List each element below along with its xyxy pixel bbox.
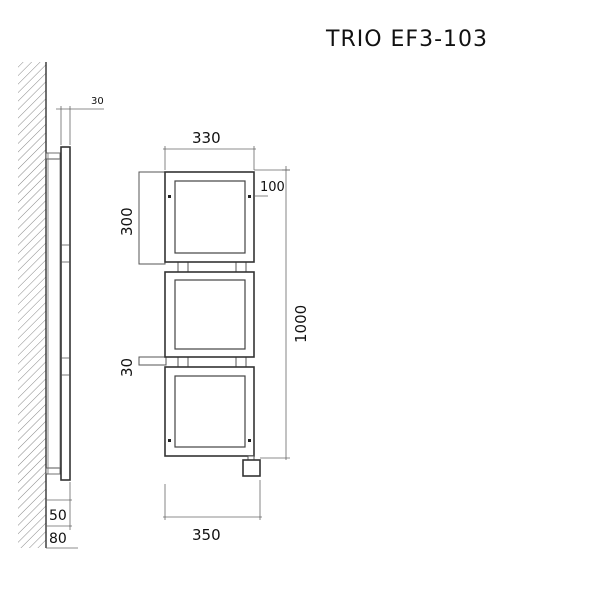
panel-middle-inner — [174, 279, 246, 350]
dim-spacer: 30 — [118, 358, 136, 377]
connector-2-left — [177, 356, 189, 368]
radiator-side-profile — [60, 146, 71, 481]
dim-side-depth-inner: 50 — [49, 508, 67, 524]
panel-top-pin-left — [168, 195, 171, 198]
product-title: TRIO EF3-103 — [325, 27, 488, 52]
connector-1-right — [235, 261, 247, 273]
front-dimensions: 330 100 300 1000 30 350 — [118, 129, 310, 544]
side-view: 30 50 80 — [18, 62, 104, 549]
wall-hatch — [18, 62, 46, 548]
dim-offset-right: 100 — [260, 180, 285, 195]
dim-side-depth-top: 30 — [91, 96, 104, 107]
heater-element — [242, 459, 261, 477]
dim-panel-height: 300 — [118, 207, 136, 236]
panel-bottom-pin-left — [168, 439, 171, 442]
bracket-spine — [47, 152, 61, 475]
connector-2-right — [235, 356, 247, 368]
dim-total-height: 1000 — [292, 305, 310, 343]
connector-1-left — [177, 261, 189, 273]
dim-width-top: 330 — [192, 129, 221, 147]
dim-width-bottom: 350 — [192, 526, 221, 544]
mounting-plate — [138, 171, 166, 265]
front-view — [138, 171, 261, 477]
dim-side-depth-outer: 80 — [49, 531, 67, 547]
panel-top-inner — [174, 180, 246, 254]
panel-top-pin-right — [248, 195, 251, 198]
panel-bottom-inner — [174, 375, 246, 448]
panel-bottom-pin-right — [248, 439, 251, 442]
spacer-pipe — [138, 356, 167, 366]
